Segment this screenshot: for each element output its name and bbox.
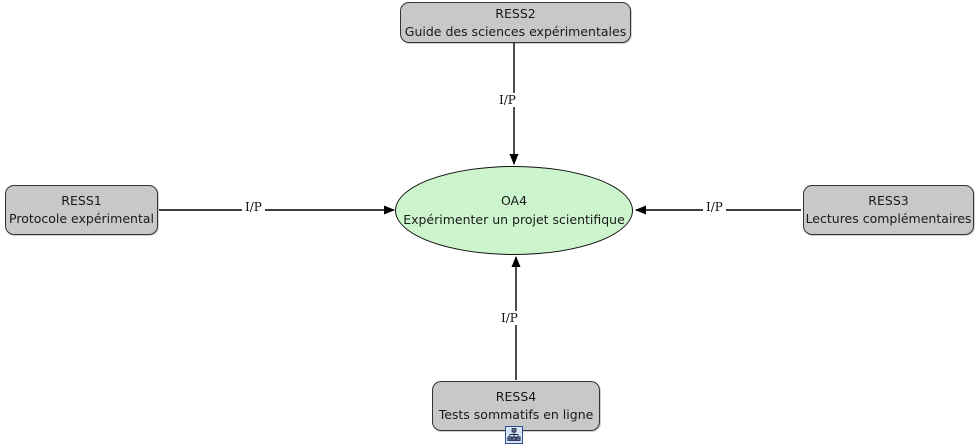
node-oa4-label: Expérimenter un projet scientifique <box>403 211 625 227</box>
edge-label-ress4-oa4: I/P <box>498 311 521 325</box>
node-ress1-label: Protocole expérimental <box>9 211 154 226</box>
edge-label-ress2-oa4: I/P <box>496 93 519 107</box>
node-ress3-id: RESS3 <box>868 193 909 209</box>
edge-label-ress1-oa4: I/P <box>242 200 265 214</box>
node-oa4[interactable]: OA4 Expérimenter un projet scientifique <box>395 166 633 255</box>
node-oa4-id: OA4 <box>500 193 528 209</box>
node-ress1-id: RESS1 <box>61 193 102 209</box>
node-ress4-label: Tests sommatifs en ligne <box>438 407 594 422</box>
hierarchy-icon[interactable] <box>505 426 523 444</box>
node-ress2-label: Guide des sciences expérimentales <box>404 23 627 39</box>
node-ress2-id: RESS2 <box>495 5 536 21</box>
node-ress2[interactable]: RESS2 Guide des sciences expérimentales <box>400 2 631 43</box>
node-ress3-label: Lectures complémentaires <box>805 211 972 226</box>
node-ress4[interactable]: RESS4 Tests sommatifs en ligne <box>432 381 600 431</box>
node-ress4-id: RESS4 <box>495 389 537 405</box>
node-ress3[interactable]: RESS3 Lectures complémentaires <box>803 185 974 235</box>
node-ress1[interactable]: RESS1 Protocole expérimental <box>5 185 158 235</box>
edge-label-ress3-oa4: I/P <box>703 200 726 214</box>
